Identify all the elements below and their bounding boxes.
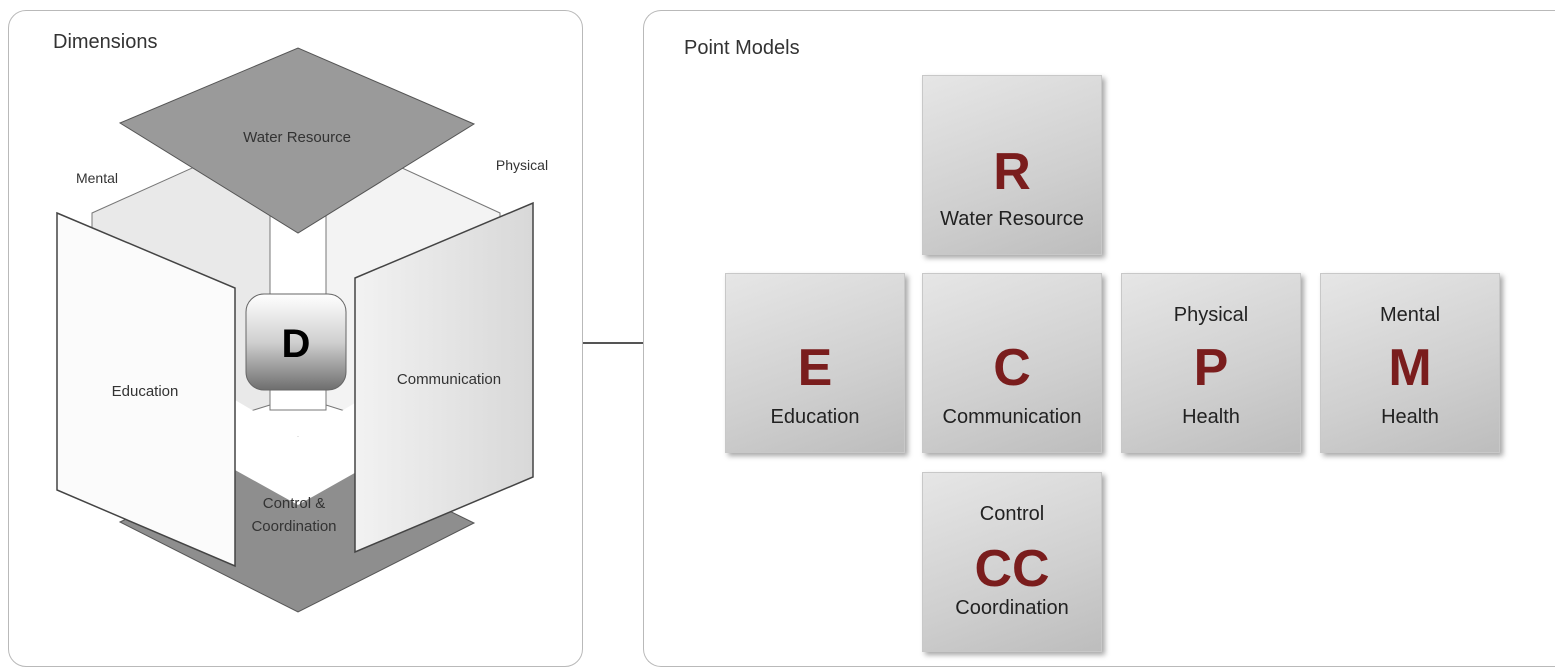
tile-physical-health: Physical P Health (1121, 273, 1301, 453)
cube-left-face (56, 211, 236, 568)
cube-left-label: Education (112, 383, 179, 400)
cube-center-d-letter: D (282, 322, 311, 366)
tile-water-resource: R Water Resource (922, 75, 1102, 255)
tile-letter: C (993, 339, 1031, 397)
tile-bottom-label: Health (1381, 406, 1439, 428)
cube-right-face (354, 201, 534, 554)
cube-center-d-block (245, 293, 347, 391)
tile-communication: C Communication (922, 273, 1102, 453)
tile-letter: P (1193, 339, 1229, 397)
tile-bottom-label: Coordination (955, 597, 1069, 619)
dimensions-title: Dimensions (53, 31, 158, 53)
tile-top-label: Mental (1379, 304, 1441, 326)
tile-letter: CC (974, 540, 1050, 598)
tile-bottom-label: Education (770, 406, 860, 428)
tile-bottom-label: Health (1182, 406, 1240, 428)
tile-mental-health: Mental M Health (1320, 273, 1500, 453)
tile-letter: M (1388, 339, 1432, 397)
cube-bottom-label-1: Control & (263, 495, 326, 512)
tile-control-coordination: Control CC Coordination (922, 472, 1102, 652)
cube-right-label: Communication (397, 371, 501, 388)
cube-bottom-label-2: Coordination (251, 518, 336, 535)
tile-letter: E (797, 339, 833, 397)
tile-bottom-label: Communication (942, 406, 1082, 428)
tile-bottom-label: Water Resource (940, 208, 1084, 230)
tile-top-label: Physical (1173, 304, 1249, 326)
cube-physical-label: Physical (496, 157, 548, 173)
tile-top-label: Control (979, 503, 1045, 525)
dimensions-cube-diagram: D Water Resource Mental Physical Educati… (56, 47, 548, 613)
cube-top-label: Water Resource (243, 129, 351, 146)
panel-connector-line (583, 342, 643, 344)
cube-mental-label: Mental (76, 170, 118, 186)
tile-education: E Education (725, 273, 905, 453)
cube-bottom-inner (235, 400, 360, 505)
cube-top-face (118, 47, 476, 234)
tile-letter: R (993, 143, 1031, 201)
point-models-title: Point Models (684, 37, 800, 59)
